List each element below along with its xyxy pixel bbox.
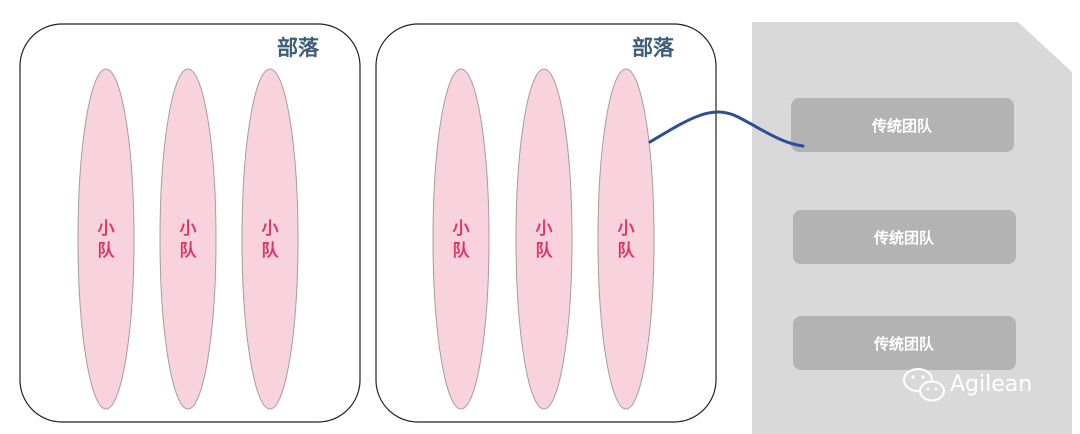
tribe-1-squad-3-label: 小队 <box>262 219 280 261</box>
tribe-1: 部落 小队 小队 小队 <box>19 23 361 423</box>
tribe-2-squad-3 <box>597 68 655 410</box>
tribe-2-squad-3-label: 小队 <box>618 219 636 261</box>
tribe-2-squad-2-label: 小队 <box>536 219 554 261</box>
watermark-text: Agilean <box>950 372 1032 397</box>
tribe-2-squad-1 <box>432 68 490 410</box>
traditional-teams: 传统团队 传统团队 传统团队 <box>791 98 1016 370</box>
tribe-1-squad-2-label: 小队 <box>180 219 198 261</box>
traditional-team-1-box <box>791 98 1014 152</box>
traditional-team-3-box <box>793 316 1016 370</box>
traditional-team-2-label: 传统团队 <box>873 229 935 247</box>
traditional-team-3-label: 传统团队 <box>873 335 935 353</box>
tribe-1-label: 部落 <box>277 36 320 60</box>
watermark: Agilean <box>903 368 1032 402</box>
tribe-2-squad-1-label: 小队 <box>453 219 471 261</box>
tribe-1-squad-1-label: 小队 <box>98 219 116 261</box>
tribe-1-squad-3 <box>241 68 299 410</box>
traditional-team-1-label: 传统团队 <box>871 117 933 135</box>
tribe-2-squad-2 <box>515 68 573 410</box>
traditional-team-2-box <box>793 210 1016 264</box>
squad-to-team-connector <box>648 110 805 148</box>
tribe-1-squad-2 <box>159 68 217 410</box>
tribe-1-squad-1 <box>77 68 135 410</box>
tribe-2: 部落 小队 小队 小队 <box>375 23 717 423</box>
tribe-2-label: 部落 <box>632 36 675 60</box>
wechat-icon <box>903 368 945 402</box>
